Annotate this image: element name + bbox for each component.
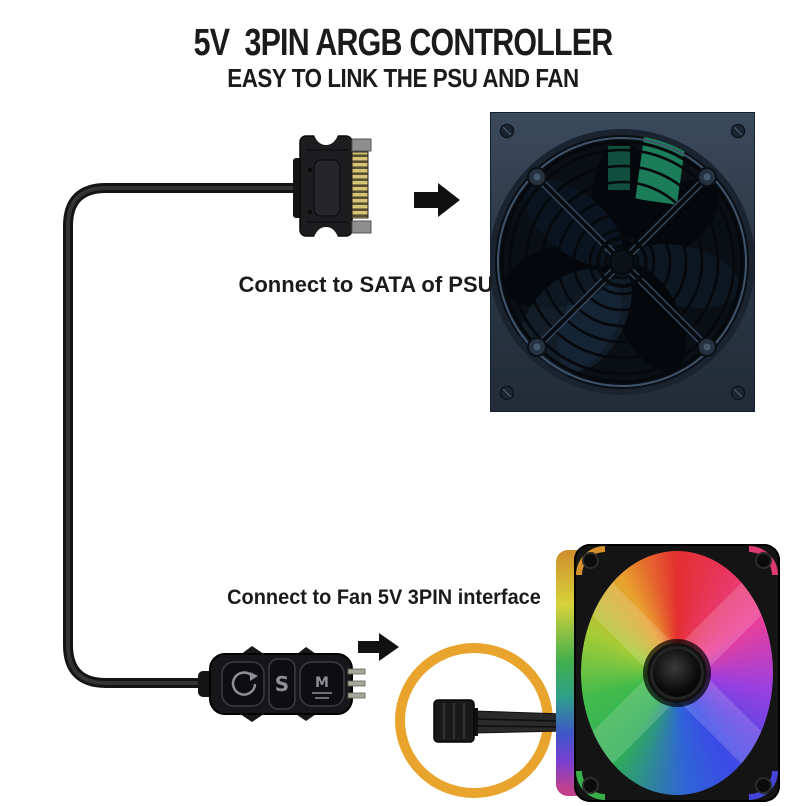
sata-tab-top xyxy=(351,138,372,152)
fan-hub xyxy=(647,643,707,703)
controller-output-pins xyxy=(347,668,366,699)
fan-mount-hole xyxy=(582,777,599,794)
psu-grille-rings xyxy=(508,148,736,376)
psu-grille-braces xyxy=(534,174,710,350)
controller-cycle-button xyxy=(221,661,265,707)
arrow-right-icon-fan xyxy=(358,633,399,661)
psu-image xyxy=(490,112,755,412)
label-connect-fan: Connect to Fan 5V 3PIN interface xyxy=(227,586,541,609)
fan-mount-hole xyxy=(755,552,772,569)
argb-fan-image xyxy=(556,533,791,806)
arrow-right-icon-psu xyxy=(414,183,460,217)
psu-grille-screws xyxy=(527,167,717,357)
mode-button-glyph: M xyxy=(315,675,329,691)
argb-controller: S M xyxy=(198,646,366,722)
controller-mode-button: M xyxy=(299,661,345,707)
sata-connector xyxy=(293,135,372,237)
sata-tab-bottom xyxy=(351,220,372,234)
controller-speed-button: S xyxy=(268,658,296,710)
speed-button-glyph: S xyxy=(275,672,289,696)
fan-rainbow-blades xyxy=(581,551,773,795)
fan-mount-hole xyxy=(755,777,772,794)
psu-graphic xyxy=(490,112,755,412)
fan-frame xyxy=(563,533,791,806)
page-subtitle: EASY TO LINK THE PSU AND FAN xyxy=(227,63,579,93)
fan-3pin-connector xyxy=(433,699,565,743)
fan-mount-hole xyxy=(582,552,599,569)
label-connect-sata: Connect to SATA of PSU xyxy=(238,272,494,297)
sata-gold-pins xyxy=(351,151,369,219)
page-title: 5V 3PIN ARGB CONTROLLER xyxy=(193,22,614,64)
psu-case-screws xyxy=(499,123,746,401)
controller-cable xyxy=(63,183,303,688)
circular-arrow-icon xyxy=(231,671,257,696)
sata-body-detail xyxy=(313,159,341,217)
